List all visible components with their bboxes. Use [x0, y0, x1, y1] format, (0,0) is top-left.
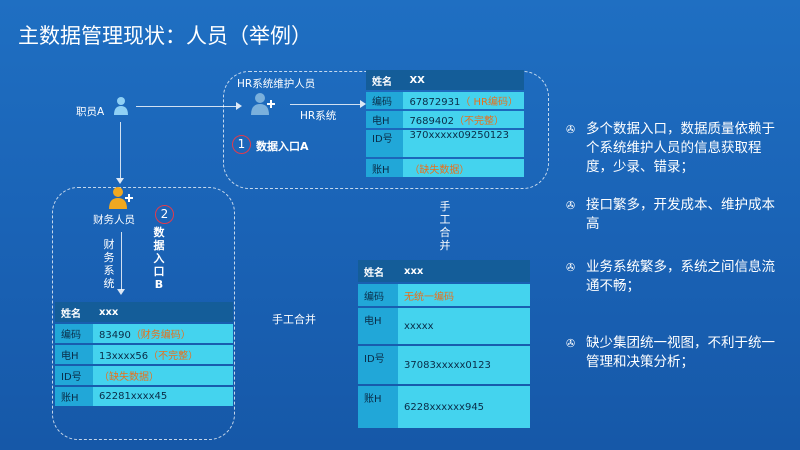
list-item: ✇ 接口繁多，开发成本、维护成本高 — [566, 196, 788, 234]
field-value: （缺失数据） — [93, 366, 233, 385]
bullet-icon: ✇ — [566, 337, 576, 350]
finance-record-table: 姓名 xxx 编码 83490（财务编码） 电H 13xxxx56（不完整） I… — [55, 300, 233, 408]
field-key: 账H — [55, 387, 93, 406]
field-value: 7689402（不完整） — [403, 111, 524, 128]
hr-record-table: 姓名 XX 编码 67872931（ HR编码） 电H 7689402（不完整）… — [366, 68, 524, 179]
table-row: 账H （缺失数据） — [366, 159, 524, 177]
hr-system-label: HR系统 — [300, 110, 337, 122]
list-item: ✇ 多个数据入口，数据质量依赖于个系统维护人员的信息获取程度，少录、错录； — [566, 120, 788, 177]
field-value: 13xxxx56（不完整） — [93, 345, 233, 364]
arrow-employee-to-hr — [136, 106, 236, 107]
table-row: 姓名 xxx — [55, 302, 233, 322]
table-header-cell: 姓名 — [55, 302, 93, 322]
field-value: xxxxx — [398, 308, 530, 344]
entry-a-label: 数据入口A — [256, 140, 309, 153]
finance-staff-label: 财务人员 — [93, 214, 135, 226]
field-value: 83490（财务编码） — [93, 324, 233, 343]
list-item: ✇ 缺少集团统一视图，不利于统一管理和决策分析； — [566, 334, 788, 372]
bullet-icon: ✇ — [566, 123, 576, 136]
field-note: （财务编码） — [130, 330, 191, 341]
field-key: 电H — [358, 308, 398, 344]
table-header-cell: XX — [403, 70, 524, 90]
table-header-cell: 姓名 — [366, 70, 404, 90]
field-note: （缺失数据） — [409, 164, 470, 176]
bullet-text: 业务系统繁多，系统之间信息流通不畅； — [586, 259, 775, 294]
field-key: ID号 — [55, 366, 93, 385]
field-note: 无统一编码 — [404, 291, 454, 303]
table-row: 编码 83490（财务编码） — [55, 324, 233, 343]
table-row: 编码 67872931（ HR编码） — [366, 92, 524, 109]
bullet-text: 接口繁多，开发成本、维护成本高 — [586, 197, 775, 232]
table-row: 编码 无统一编码 — [358, 284, 530, 306]
field-value: （缺失数据） — [403, 159, 524, 177]
entry-a-number: 1 — [232, 135, 251, 154]
table-header-cell: 姓名 — [358, 260, 398, 282]
field-value: 37083xxxxx0123 — [398, 346, 530, 384]
table-header-cell: xxx — [398, 260, 530, 282]
table-row: ID号 370xxxxx09250123 — [366, 130, 524, 157]
field-key: 电H — [366, 111, 404, 128]
add-user-icon — [109, 187, 133, 209]
arrow-head-right — [360, 100, 366, 108]
finance-system-label: 财 务 系 统 — [103, 238, 115, 290]
arrow-hr-to-table — [290, 104, 360, 105]
field-key: 账H — [358, 386, 398, 428]
field-value: 无统一编码 — [398, 284, 530, 306]
table-row: 账H 62281xxxx45 — [55, 387, 233, 406]
arrow-head-down — [116, 178, 124, 184]
arrow-employee-to-finance — [120, 122, 121, 178]
field-note: （不完整） — [148, 351, 199, 362]
table-header-cell: xxx — [93, 302, 233, 322]
bullet-icon: ✇ — [566, 199, 576, 212]
arrow-finance-to-table — [121, 232, 122, 290]
field-key: ID号 — [366, 130, 404, 157]
table-row: 电H 7689402（不完整） — [366, 111, 524, 128]
finance-system-group — [52, 187, 235, 440]
field-key: 编码 — [55, 324, 93, 343]
field-value: 370xxxxx09250123 — [403, 130, 524, 157]
field-key: 电H — [55, 345, 93, 364]
field-key: 账H — [366, 159, 404, 177]
field-note: （缺失数据） — [99, 372, 159, 383]
list-item: ✇ 业务系统繁多，系统之间信息流通不畅； — [566, 258, 788, 296]
field-value: 62281xxxx45 — [93, 387, 233, 406]
merged-record-table: 姓名 xxx 编码 无统一编码 电H xxxxx ID号 37083xxxxx0… — [358, 258, 530, 430]
page-title: 主数据管理现状：人员（举例） — [18, 24, 312, 48]
bullet-text: 多个数据入口，数据质量依赖于个系统维护人员的信息获取程度，少录、错录； — [586, 121, 775, 175]
employee-label: 职员A — [76, 106, 105, 118]
entry-b-label: 数 据 入 口 B — [153, 226, 165, 291]
manual-merge-label: 手工合并 — [272, 313, 316, 326]
field-key: ID号 — [358, 346, 398, 384]
field-note: （ HR编码） — [460, 97, 518, 108]
field-note: （不完整） — [453, 116, 504, 127]
bullet-icon: ✇ — [566, 261, 576, 274]
arrow-head-right — [236, 102, 242, 110]
table-row: 姓名 xxx — [358, 260, 530, 282]
table-row: 电H 13xxxx56（不完整） — [55, 345, 233, 364]
table-row: 账H 6228xxxxxx945 — [358, 386, 530, 428]
table-row: 电H xxxxx — [358, 308, 530, 344]
entry-b-number: 2 — [155, 205, 174, 224]
table-row: 姓名 XX — [366, 70, 524, 90]
field-value: 67872931（ HR编码） — [403, 92, 524, 109]
arrow-head-down — [117, 289, 125, 295]
bullet-text: 缺少集团统一视图，不利于统一管理和决策分析； — [586, 335, 775, 370]
field-value: 6228xxxxxx945 — [398, 386, 530, 428]
field-key: 编码 — [358, 284, 398, 306]
table-row: ID号 （缺失数据） — [55, 366, 233, 385]
field-key: 编码 — [366, 92, 404, 109]
add-user-icon — [251, 93, 275, 115]
table-row: ID号 37083xxxxx0123 — [358, 346, 530, 384]
manual-merge-vertical-label: 手 工 合 并 — [439, 200, 451, 252]
hr-maintainer-label: HR系统维护人员 — [237, 78, 316, 90]
person-icon — [114, 97, 128, 115]
